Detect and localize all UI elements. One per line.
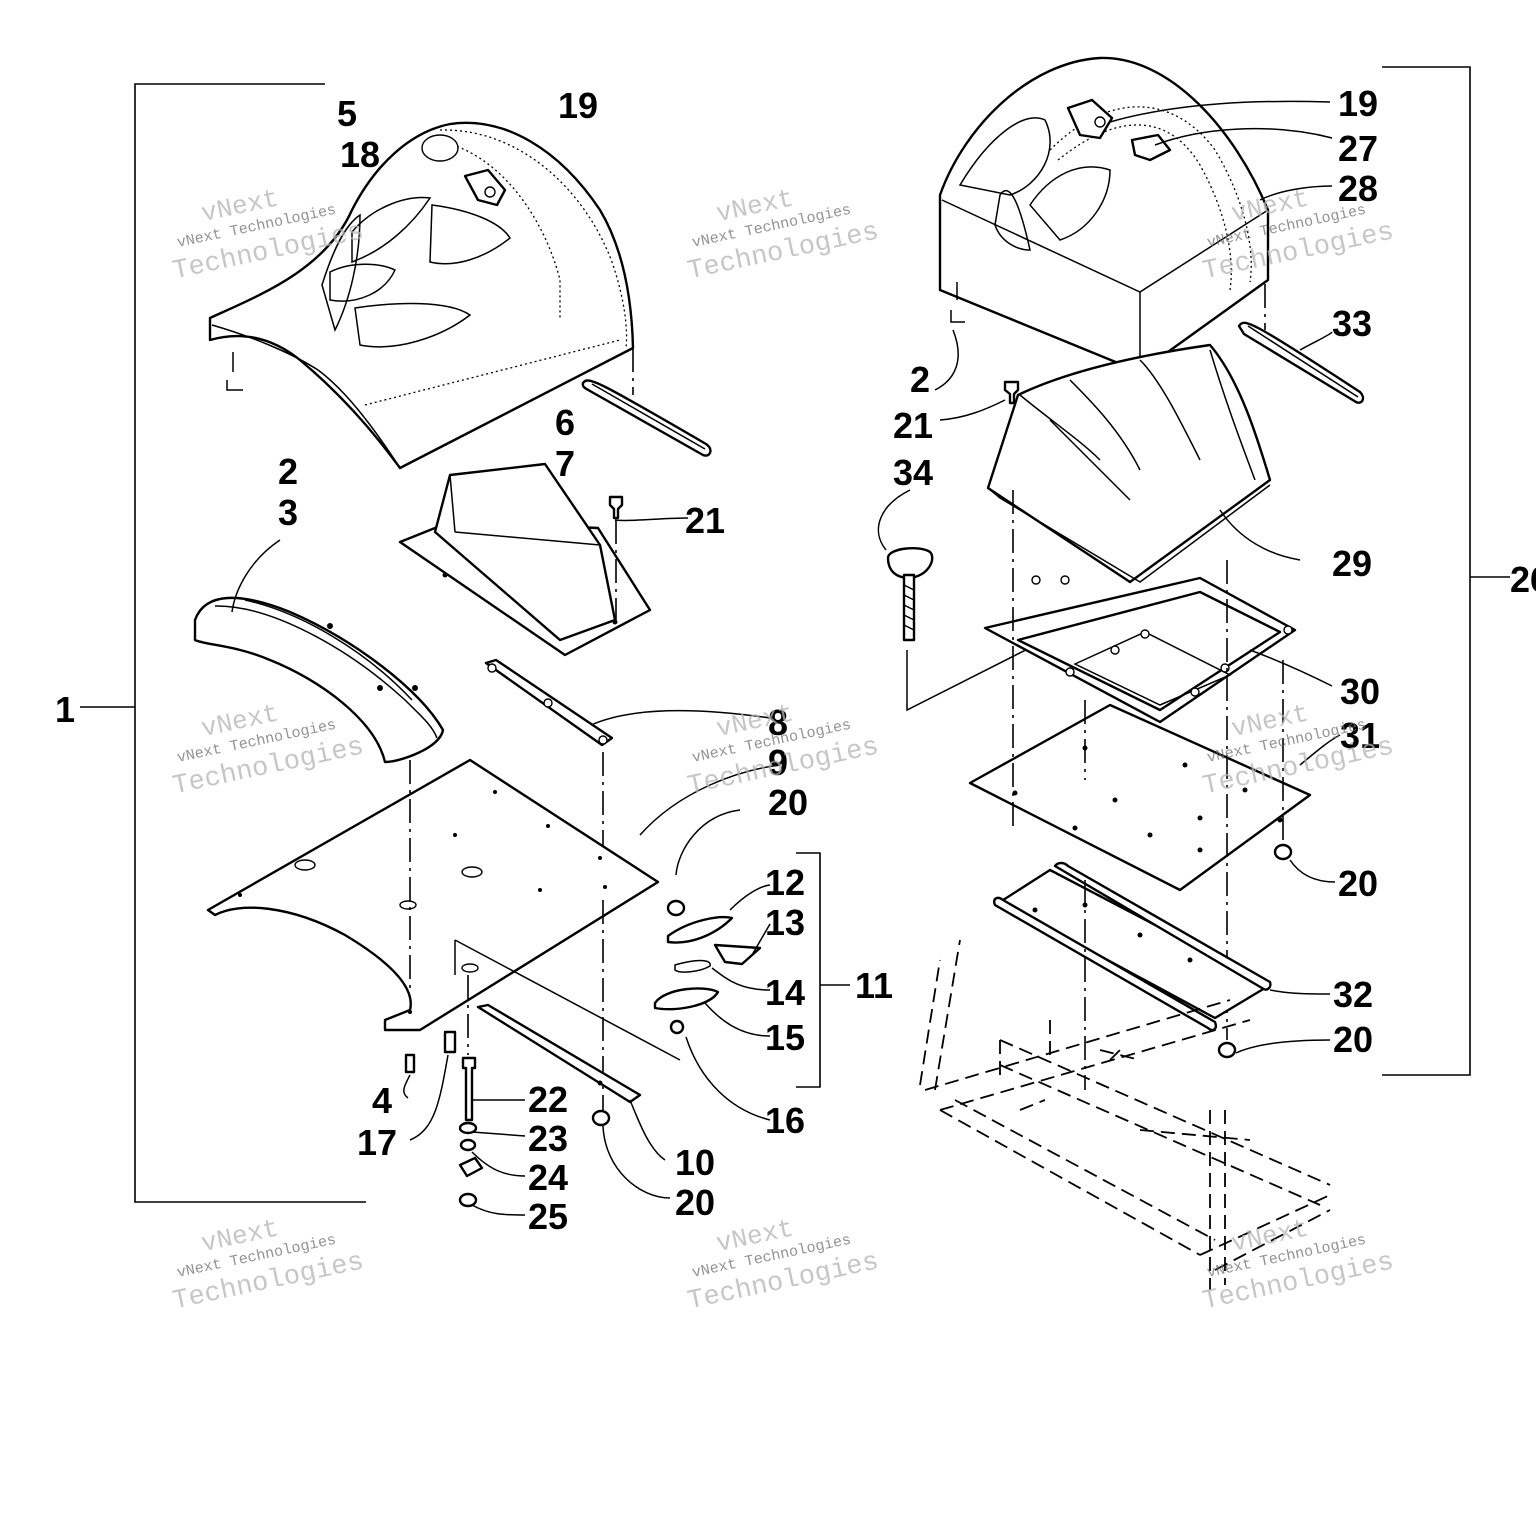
callout-20-left-a: 20 xyxy=(768,782,808,823)
callout-9: 9 xyxy=(768,742,788,783)
callout-18: 18 xyxy=(340,134,380,175)
callout-3: 3 xyxy=(278,492,298,533)
bracket-label-latch: 11 xyxy=(855,965,893,1006)
callout-25: 25 xyxy=(528,1196,568,1237)
bracket-left-assembly xyxy=(134,83,366,1203)
seat-pan-part xyxy=(968,703,1312,892)
callout-12: 12 xyxy=(765,862,805,903)
callout-23: 23 xyxy=(528,1118,568,1159)
seat-cover-part xyxy=(208,121,635,470)
callout-17: 17 xyxy=(357,1122,397,1163)
callout-10: 10 xyxy=(675,1142,715,1183)
callout-30: 30 xyxy=(1340,671,1380,712)
callout-20-right-a: 20 xyxy=(1338,863,1378,904)
callout-19-left: 19 xyxy=(558,85,598,126)
backrest-part xyxy=(938,56,1270,374)
callout-16: 16 xyxy=(765,1100,805,1141)
watermark-4: vNext vNext Technologies Technologies xyxy=(170,699,366,803)
base-plate-part xyxy=(206,758,660,1032)
callout-14: 14 xyxy=(765,972,805,1013)
callout-31: 31 xyxy=(1340,715,1380,756)
seat-hood-part xyxy=(193,596,445,764)
vehicle-frame-phantom xyxy=(919,939,1331,1290)
mounting-frame-part xyxy=(983,575,1297,724)
bracket-label-right: 26 xyxy=(1510,559,1536,600)
callout-19-right: 19 xyxy=(1338,83,1378,124)
callout-13: 13 xyxy=(765,902,805,943)
callout-28: 28 xyxy=(1338,168,1378,209)
callout-22: 22 xyxy=(528,1079,568,1120)
callout-24: 24 xyxy=(528,1157,568,1198)
callout-7: 7 xyxy=(555,443,575,484)
callout-20-left-b: 20 xyxy=(675,1182,715,1223)
callout-6: 6 xyxy=(555,402,575,443)
callout-29: 29 xyxy=(1332,543,1372,584)
callout-4: 4 xyxy=(372,1080,392,1121)
storage-box-part xyxy=(398,462,652,657)
callout-15: 15 xyxy=(765,1017,805,1058)
rail-assembly-part xyxy=(993,861,1272,1032)
bracket-right-assembly xyxy=(1382,66,1471,1076)
bracket-label-left: 1 xyxy=(55,689,75,730)
watermark-9: vNext vNext Technologies Technologies xyxy=(1200,1214,1396,1318)
callout-33: 33 xyxy=(1332,303,1372,344)
callout-21-left: 21 xyxy=(685,500,725,541)
callout-20-right-b: 20 xyxy=(1333,1019,1373,1060)
callout-8: 8 xyxy=(768,702,788,743)
callout-5: 5 xyxy=(337,93,357,134)
watermark-2: vNext vNext Technologies Technologies xyxy=(685,184,881,288)
callout-2-right: 2 xyxy=(910,359,930,400)
bracket-latch-kit xyxy=(796,852,821,1088)
callout-34: 34 xyxy=(893,452,933,493)
callout-2-left: 2 xyxy=(278,451,298,492)
watermark-7: vNext vNext Technologies Technologies xyxy=(170,1214,366,1318)
callout-32: 32 xyxy=(1333,974,1373,1015)
callout-27: 27 xyxy=(1338,128,1378,169)
backrest-pad-part xyxy=(986,343,1272,584)
callout-21-right: 21 xyxy=(893,405,933,446)
